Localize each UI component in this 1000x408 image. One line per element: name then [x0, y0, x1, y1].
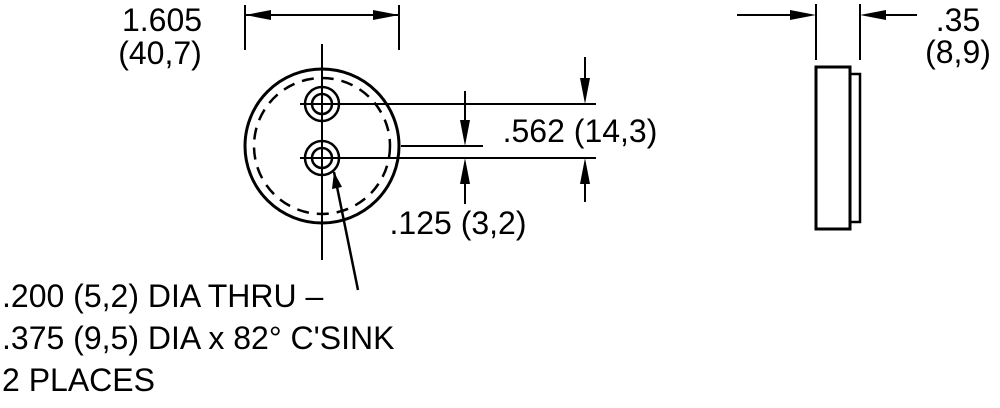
arrowhead-right-icon: [790, 10, 816, 20]
arrowhead-right-icon: [373, 10, 399, 20]
arrowhead-up-icon: [580, 158, 590, 184]
note-places: 2 PLACES: [2, 362, 155, 398]
hole-spacing-value: .562 (14,3): [503, 113, 658, 149]
arrowhead-up-icon: [460, 158, 470, 184]
side-profile-body: [814, 65, 852, 231]
disc-diameter-value-mm: (40,7): [118, 35, 202, 71]
arrowhead-down-icon: [460, 120, 470, 146]
hole-note-leader: [332, 171, 360, 291]
thickness-value-mm: (8,9): [925, 34, 991, 70]
arrowhead-down-icon: [580, 78, 590, 104]
arrowhead-left-icon: [860, 10, 886, 20]
dim-hole-offset: .125 (3,2): [390, 91, 527, 241]
leader-arrowhead-icon: [332, 172, 342, 189]
note-thru-hole: .200 (5,2) DIA THRU –: [2, 278, 324, 314]
front-view: [243, 44, 596, 260]
side-profile-boss: [848, 72, 862, 224]
dim-disc-diameter: 1.605 (40,7): [118, 2, 400, 71]
leader-line: [332, 171, 360, 291]
notes-block: .200 (5,2) DIA THRU – .375 (9,5) DIA x 8…: [2, 278, 394, 398]
disc-diameter-value-in: 1.605: [122, 2, 202, 38]
dim-thickness: .35 (8,9): [737, 2, 991, 70]
note-csink: .375 (9,5) DIA x 82° C'SINK: [2, 320, 394, 356]
dim-hole-spacing: .562 (14,3): [503, 57, 658, 202]
side-view: [814, 65, 862, 231]
hole-offset-value: .125 (3,2): [390, 205, 527, 241]
arrowhead-left-icon: [245, 10, 271, 20]
thickness-value-in: .35: [936, 2, 980, 38]
